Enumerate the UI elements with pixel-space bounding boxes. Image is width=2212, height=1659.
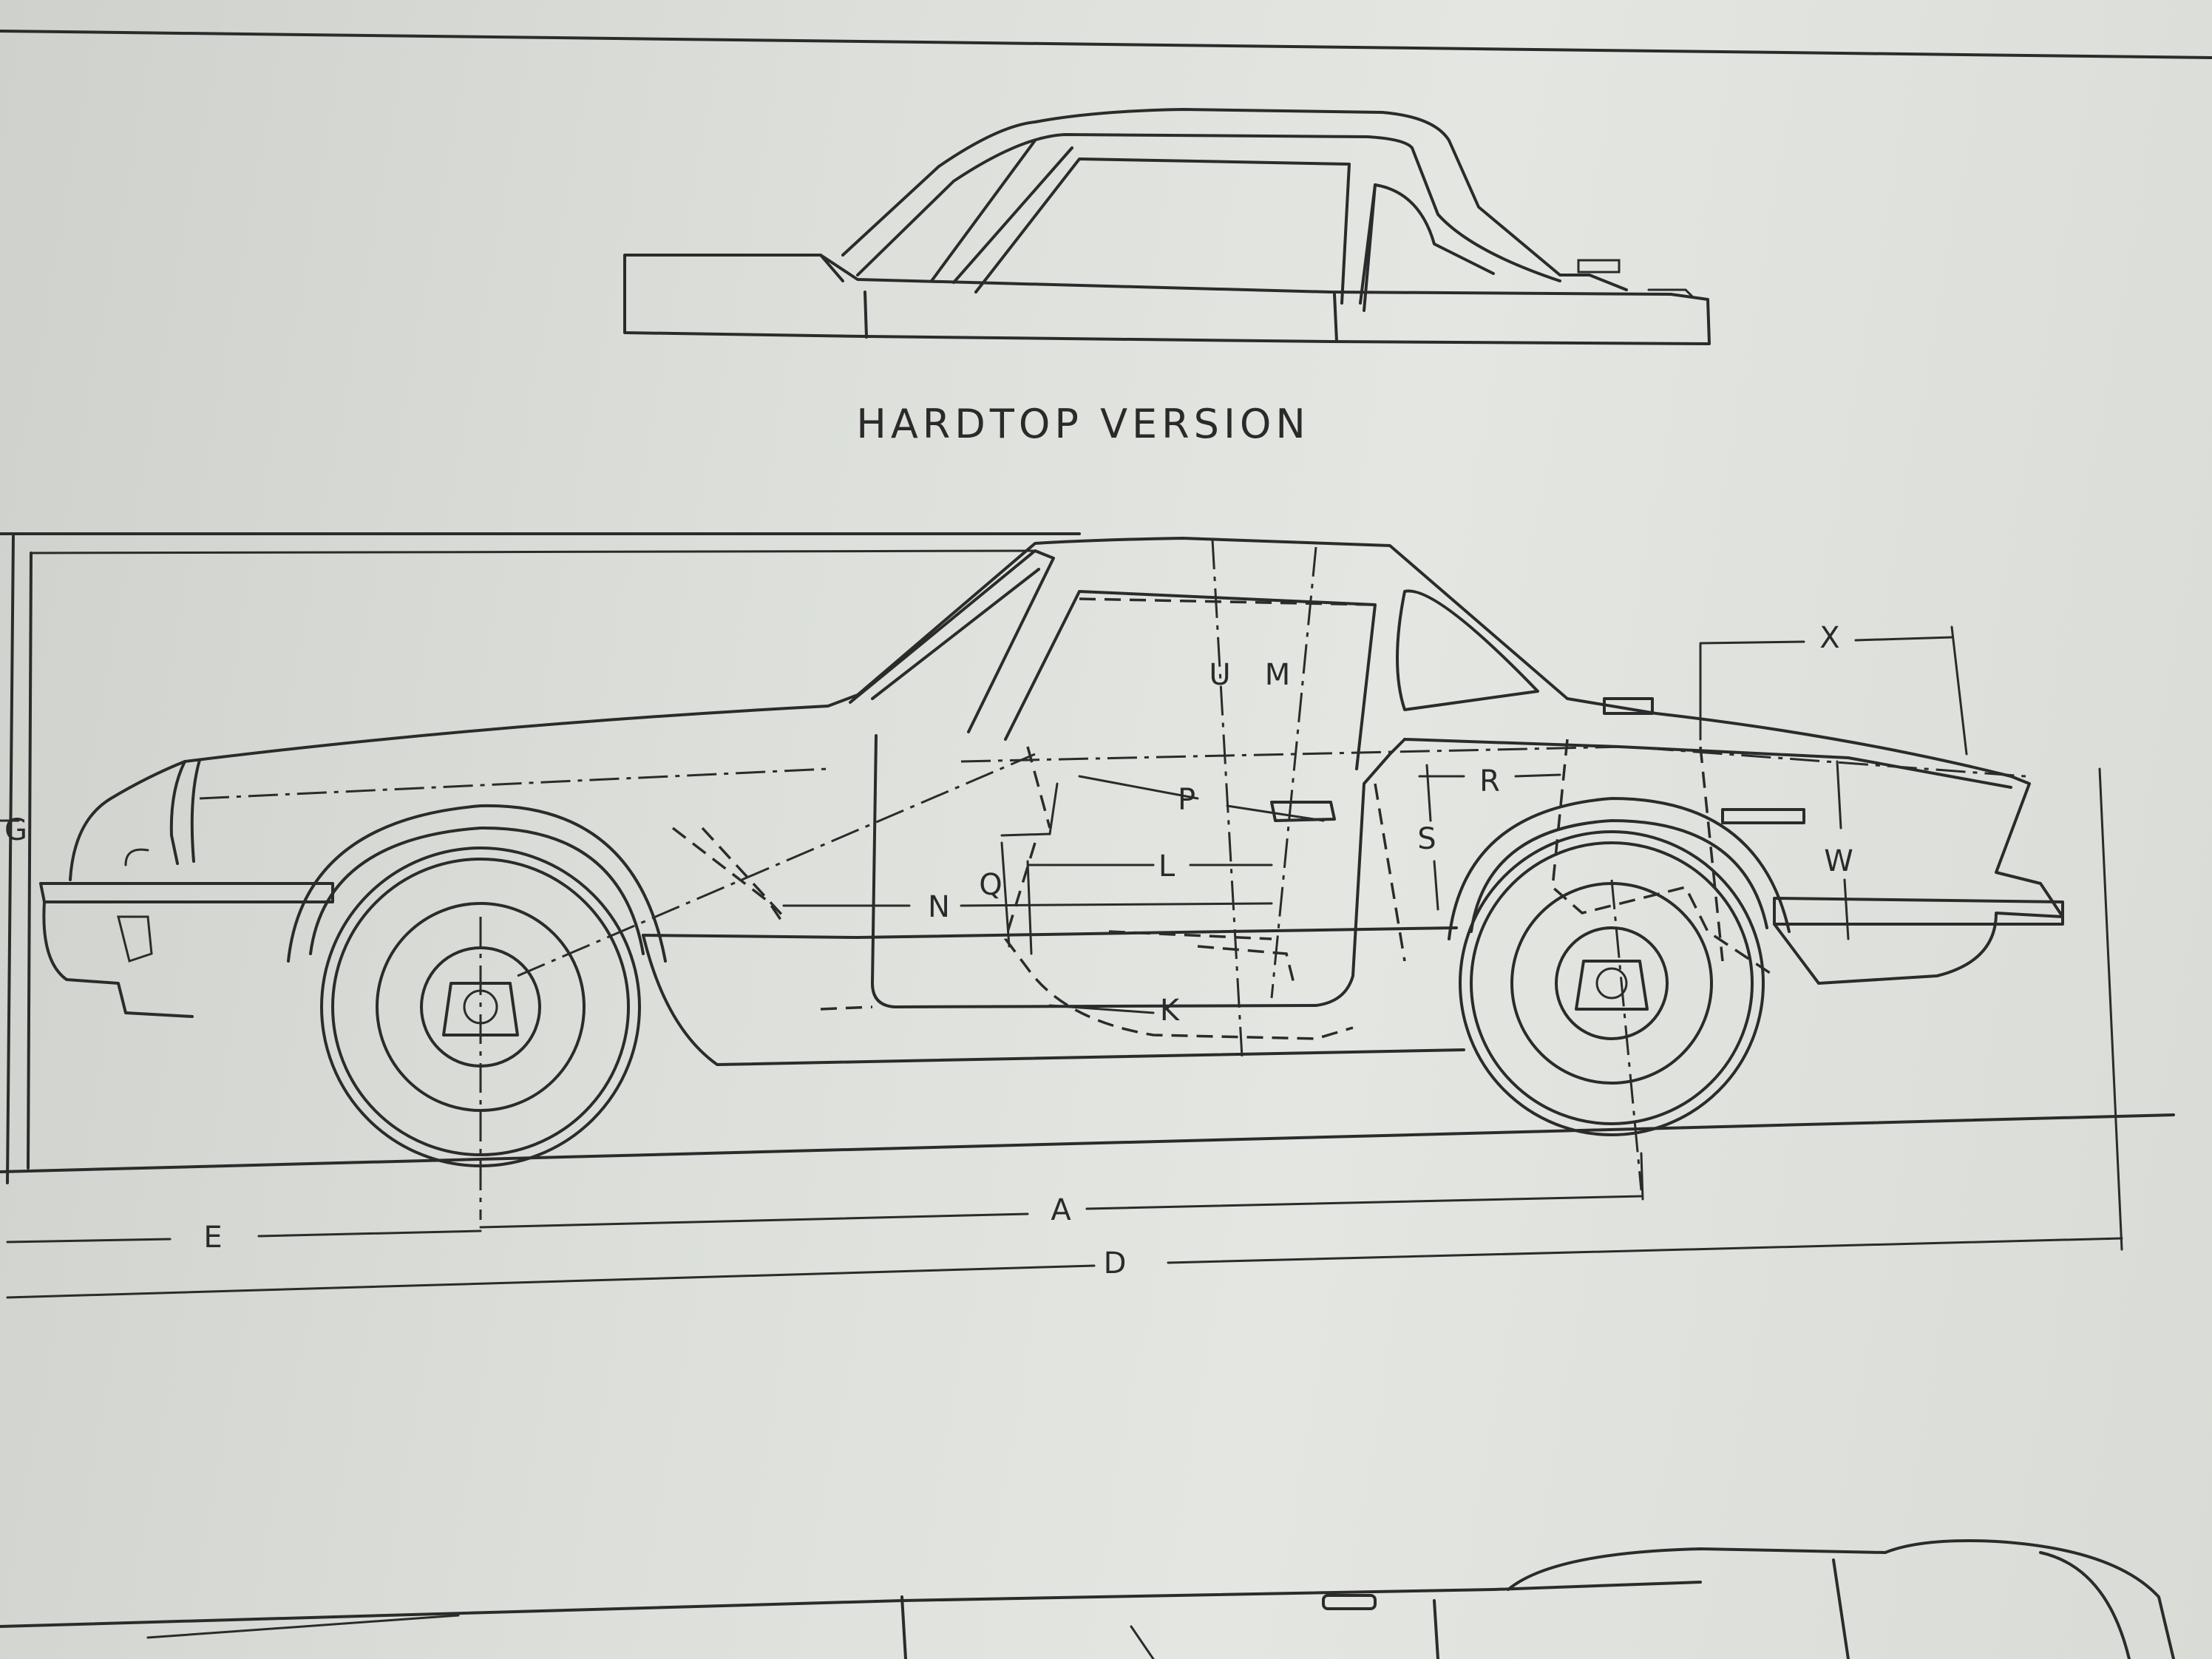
dim-label-q: Q [979,868,1002,902]
top-border-line [0,30,2212,59]
rear-wheel [1459,830,1765,1136]
bottom-partial-drawing [0,1539,2175,1659]
dim-label-s: S [1417,822,1436,856]
dim-label-e: E [203,1221,222,1255]
dim-label-w: W [1824,844,1853,878]
dim-label-g: G [4,813,27,847]
dim-label-p: P [1178,783,1195,817]
main-side-view: G X U M P R S L Q N W K A E D [0,532,2175,1299]
dim-label-a: A [1051,1193,1071,1227]
front-wheel [320,847,641,1167]
dimension-lines [0,625,2123,1299]
dim-label-n: N [928,890,950,924]
hardtop-drawing [623,108,1711,345]
dim-label-r: R [1479,764,1500,798]
dim-label-l: L [1158,849,1175,883]
dim-label-x: X [1819,621,1839,655]
dim-label-m: M [1265,658,1291,692]
dim-label-k: K [1160,994,1181,1028]
dim-label-d: D [1104,1246,1127,1280]
hardtop-caption: HARDTOP VERSION [856,401,1310,447]
dim-label-u: U [1209,658,1230,692]
